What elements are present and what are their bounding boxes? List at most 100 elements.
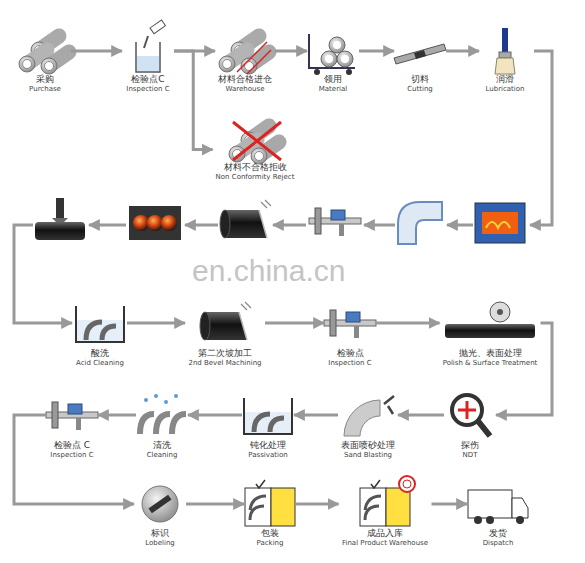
step-label-zh: 抛光、表面处理 bbox=[440, 348, 541, 359]
step-label-en: Dispatch bbox=[467, 539, 529, 547]
process-illustration bbox=[502, 28, 508, 52]
process-step: 材料合格进仓Warehouse bbox=[215, 28, 275, 93]
process-illustration bbox=[337, 51, 353, 67]
step-label-en: Inspection C bbox=[324, 359, 376, 367]
process-illustration bbox=[142, 486, 178, 522]
process-illustration bbox=[474, 516, 482, 524]
process-illustration bbox=[325, 55, 333, 63]
step-label-en: Inspection C bbox=[46, 451, 98, 459]
process-illustration bbox=[314, 69, 320, 75]
process-illustration bbox=[399, 476, 415, 492]
heating-icon bbox=[486, 222, 510, 228]
process-step: 检验点Inspection C bbox=[324, 298, 376, 367]
flow-arrow bbox=[14, 415, 134, 504]
flow-arrow bbox=[446, 50, 479, 53]
process-illustration bbox=[394, 44, 446, 64]
process-step: 材料不合格拒收Non Conformity Reject bbox=[213, 118, 298, 181]
flow-arrow bbox=[432, 503, 468, 506]
process-illustration bbox=[333, 41, 341, 49]
process-illustration bbox=[220, 200, 271, 238]
process-illustration bbox=[452, 395, 490, 436]
process-illustration bbox=[244, 398, 292, 434]
process-step: 成品入库Final Product Warehouse bbox=[339, 480, 432, 547]
process-illustration bbox=[445, 324, 535, 338]
process-step: 包装Packing bbox=[244, 480, 296, 547]
step-label-zh: 第二次坡加工 bbox=[185, 348, 265, 359]
step-label-zh: 标识 bbox=[134, 528, 186, 539]
process-illustration bbox=[219, 36, 269, 74]
step-label-zh: 检验点 C bbox=[46, 440, 98, 451]
flow-arrow bbox=[364, 224, 395, 227]
process-illustration bbox=[233, 122, 281, 160]
process-step: 清洗Cleaning bbox=[136, 390, 188, 459]
process-illustration bbox=[458, 401, 476, 419]
flow-arrow bbox=[186, 503, 244, 506]
flow-arrow bbox=[296, 503, 339, 506]
step-label-en: Lobeling bbox=[134, 539, 186, 547]
process-illustration bbox=[140, 394, 186, 434]
flow-arrow bbox=[98, 414, 136, 417]
flow-arrow bbox=[275, 50, 307, 53]
flow-arrow bbox=[71, 50, 122, 53]
step-label-en: Inspection C bbox=[122, 85, 174, 93]
process-illustration bbox=[200, 302, 251, 340]
flow-arrow bbox=[188, 414, 242, 417]
process-illustration bbox=[237, 42, 271, 74]
process-illustration bbox=[76, 306, 124, 342]
press-icon bbox=[35, 222, 85, 240]
process-illustration bbox=[137, 56, 159, 71]
process-illustration bbox=[468, 490, 512, 518]
flow-arrow bbox=[496, 323, 552, 415]
step-label-zh: 钝化处理 bbox=[242, 440, 294, 451]
step-label-en: Sand Blasting bbox=[338, 451, 398, 459]
step-label-en: Polish & Surface Treatment bbox=[440, 359, 541, 367]
process-illustration bbox=[142, 486, 178, 522]
flow-arrow bbox=[447, 224, 473, 227]
press-icon bbox=[52, 218, 68, 222]
step-label-zh: 发货 bbox=[467, 528, 529, 539]
process-illustration bbox=[324, 310, 376, 338]
step-label-en: Material bbox=[307, 85, 359, 93]
balls-icon bbox=[147, 215, 163, 231]
process-illustration bbox=[154, 394, 158, 398]
process-illustration bbox=[516, 516, 524, 524]
step-label-en: Packing bbox=[244, 539, 296, 547]
flow-arrow bbox=[359, 50, 394, 53]
process-illustration bbox=[394, 44, 446, 64]
balls-icon bbox=[129, 206, 181, 240]
process-illustration bbox=[512, 498, 528, 518]
flow-arrow bbox=[294, 414, 338, 417]
process-illustration bbox=[321, 51, 337, 67]
flow-arrow bbox=[185, 224, 218, 227]
process-illustration bbox=[309, 34, 355, 68]
process-illustration bbox=[341, 55, 349, 63]
process-illustration bbox=[140, 414, 186, 434]
process-illustration bbox=[219, 36, 271, 74]
process-step: 润滑Lubrication bbox=[479, 28, 531, 93]
step-label-en: Cutting bbox=[394, 85, 446, 93]
flow-arrow bbox=[265, 322, 324, 325]
process-step: 领用Material bbox=[307, 28, 359, 93]
process-illustration bbox=[229, 122, 281, 164]
process-illustration bbox=[136, 42, 160, 72]
step-label-en: Non Conformity Reject bbox=[213, 173, 298, 181]
process-step: 切料Cutting bbox=[394, 28, 446, 93]
step-label-zh: 切料 bbox=[394, 74, 446, 85]
step-label-en: Purchase bbox=[19, 85, 71, 93]
step-label-en: Passivation bbox=[242, 451, 294, 459]
process-step: 检验点 CInspection C bbox=[46, 390, 98, 459]
process-illustration bbox=[344, 396, 394, 436]
flow-arrow bbox=[14, 51, 552, 323]
heating-icon bbox=[482, 212, 518, 234]
process-illustration bbox=[346, 69, 352, 75]
flow-arrow bbox=[89, 224, 126, 227]
process-illustration bbox=[384, 396, 394, 414]
step-label-en: Warehouse bbox=[215, 85, 275, 93]
process-illustration bbox=[144, 398, 148, 402]
watermark: en.china.cn bbox=[192, 254, 345, 288]
flow-arrow bbox=[376, 322, 440, 325]
process-illustration bbox=[497, 309, 503, 315]
process-illustration bbox=[414, 50, 426, 59]
process-illustration bbox=[452, 395, 482, 425]
